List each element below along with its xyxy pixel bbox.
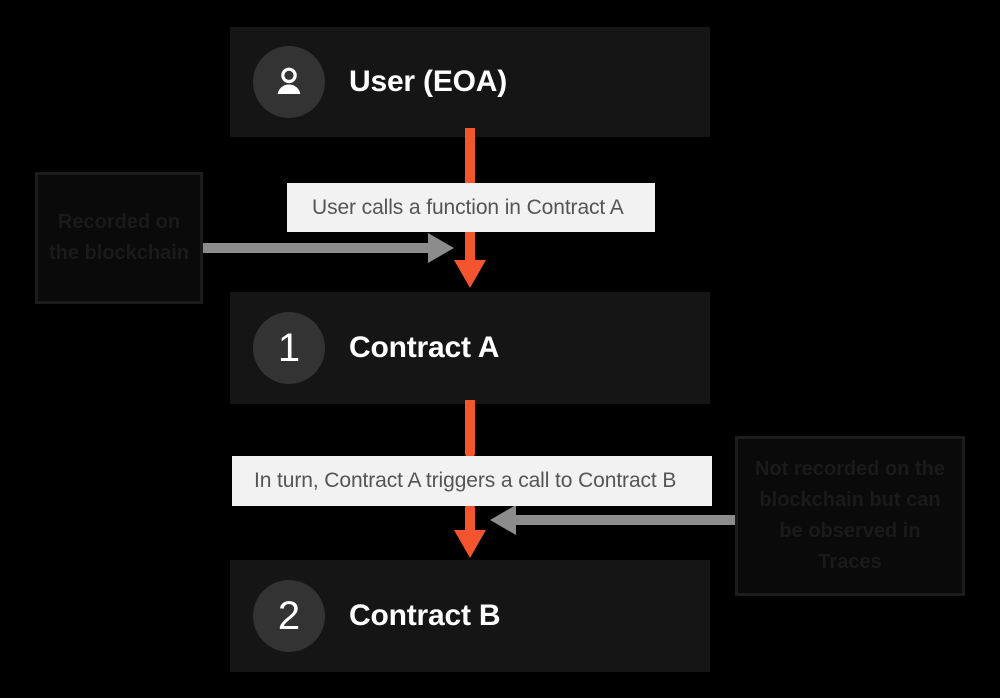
step-number-badge-2: 2	[253, 580, 325, 652]
node-user[interactable]: User (EOA)	[230, 27, 710, 137]
annotation-not-recorded-traces: Not recorded on the blockchain but can b…	[735, 436, 965, 596]
step-number-1: 1	[277, 326, 301, 370]
user-avatar-badge	[253, 46, 325, 118]
node-contract-a-label: Contract A	[349, 331, 500, 364]
node-contract-a[interactable]: 1 Contract A	[230, 292, 710, 404]
annotation-arrow-left	[196, 233, 454, 263]
step-number-2: 2	[277, 594, 301, 638]
caption-contract-a-to-contract-b: In turn, Contract A triggers a call to C…	[232, 456, 712, 506]
annotation-arrow-right	[490, 505, 748, 535]
caption-user-to-contract-a: User calls a function in Contract A	[287, 183, 655, 232]
user-icon	[277, 67, 301, 94]
annotation-recorded-on-blockchain: Recorded on the blockchain	[35, 172, 203, 304]
caption-user-to-contract-a-text: User calls a function in Contract A	[312, 195, 624, 219]
caption-contract-a-to-contract-b-text: In turn, Contract A triggers a call to C…	[254, 469, 677, 492]
annotation-recorded-on-blockchain-text: Recorded on the blockchain	[48, 211, 190, 264]
node-contract-b-label: Contract B	[349, 599, 501, 632]
annotation-not-recorded-traces-text: Not recorded on the blockchain but can b…	[754, 458, 945, 573]
node-contract-b[interactable]: 2 Contract B	[230, 560, 710, 672]
node-user-label: User (EOA)	[349, 65, 508, 98]
step-number-badge-1: 1	[253, 312, 325, 384]
